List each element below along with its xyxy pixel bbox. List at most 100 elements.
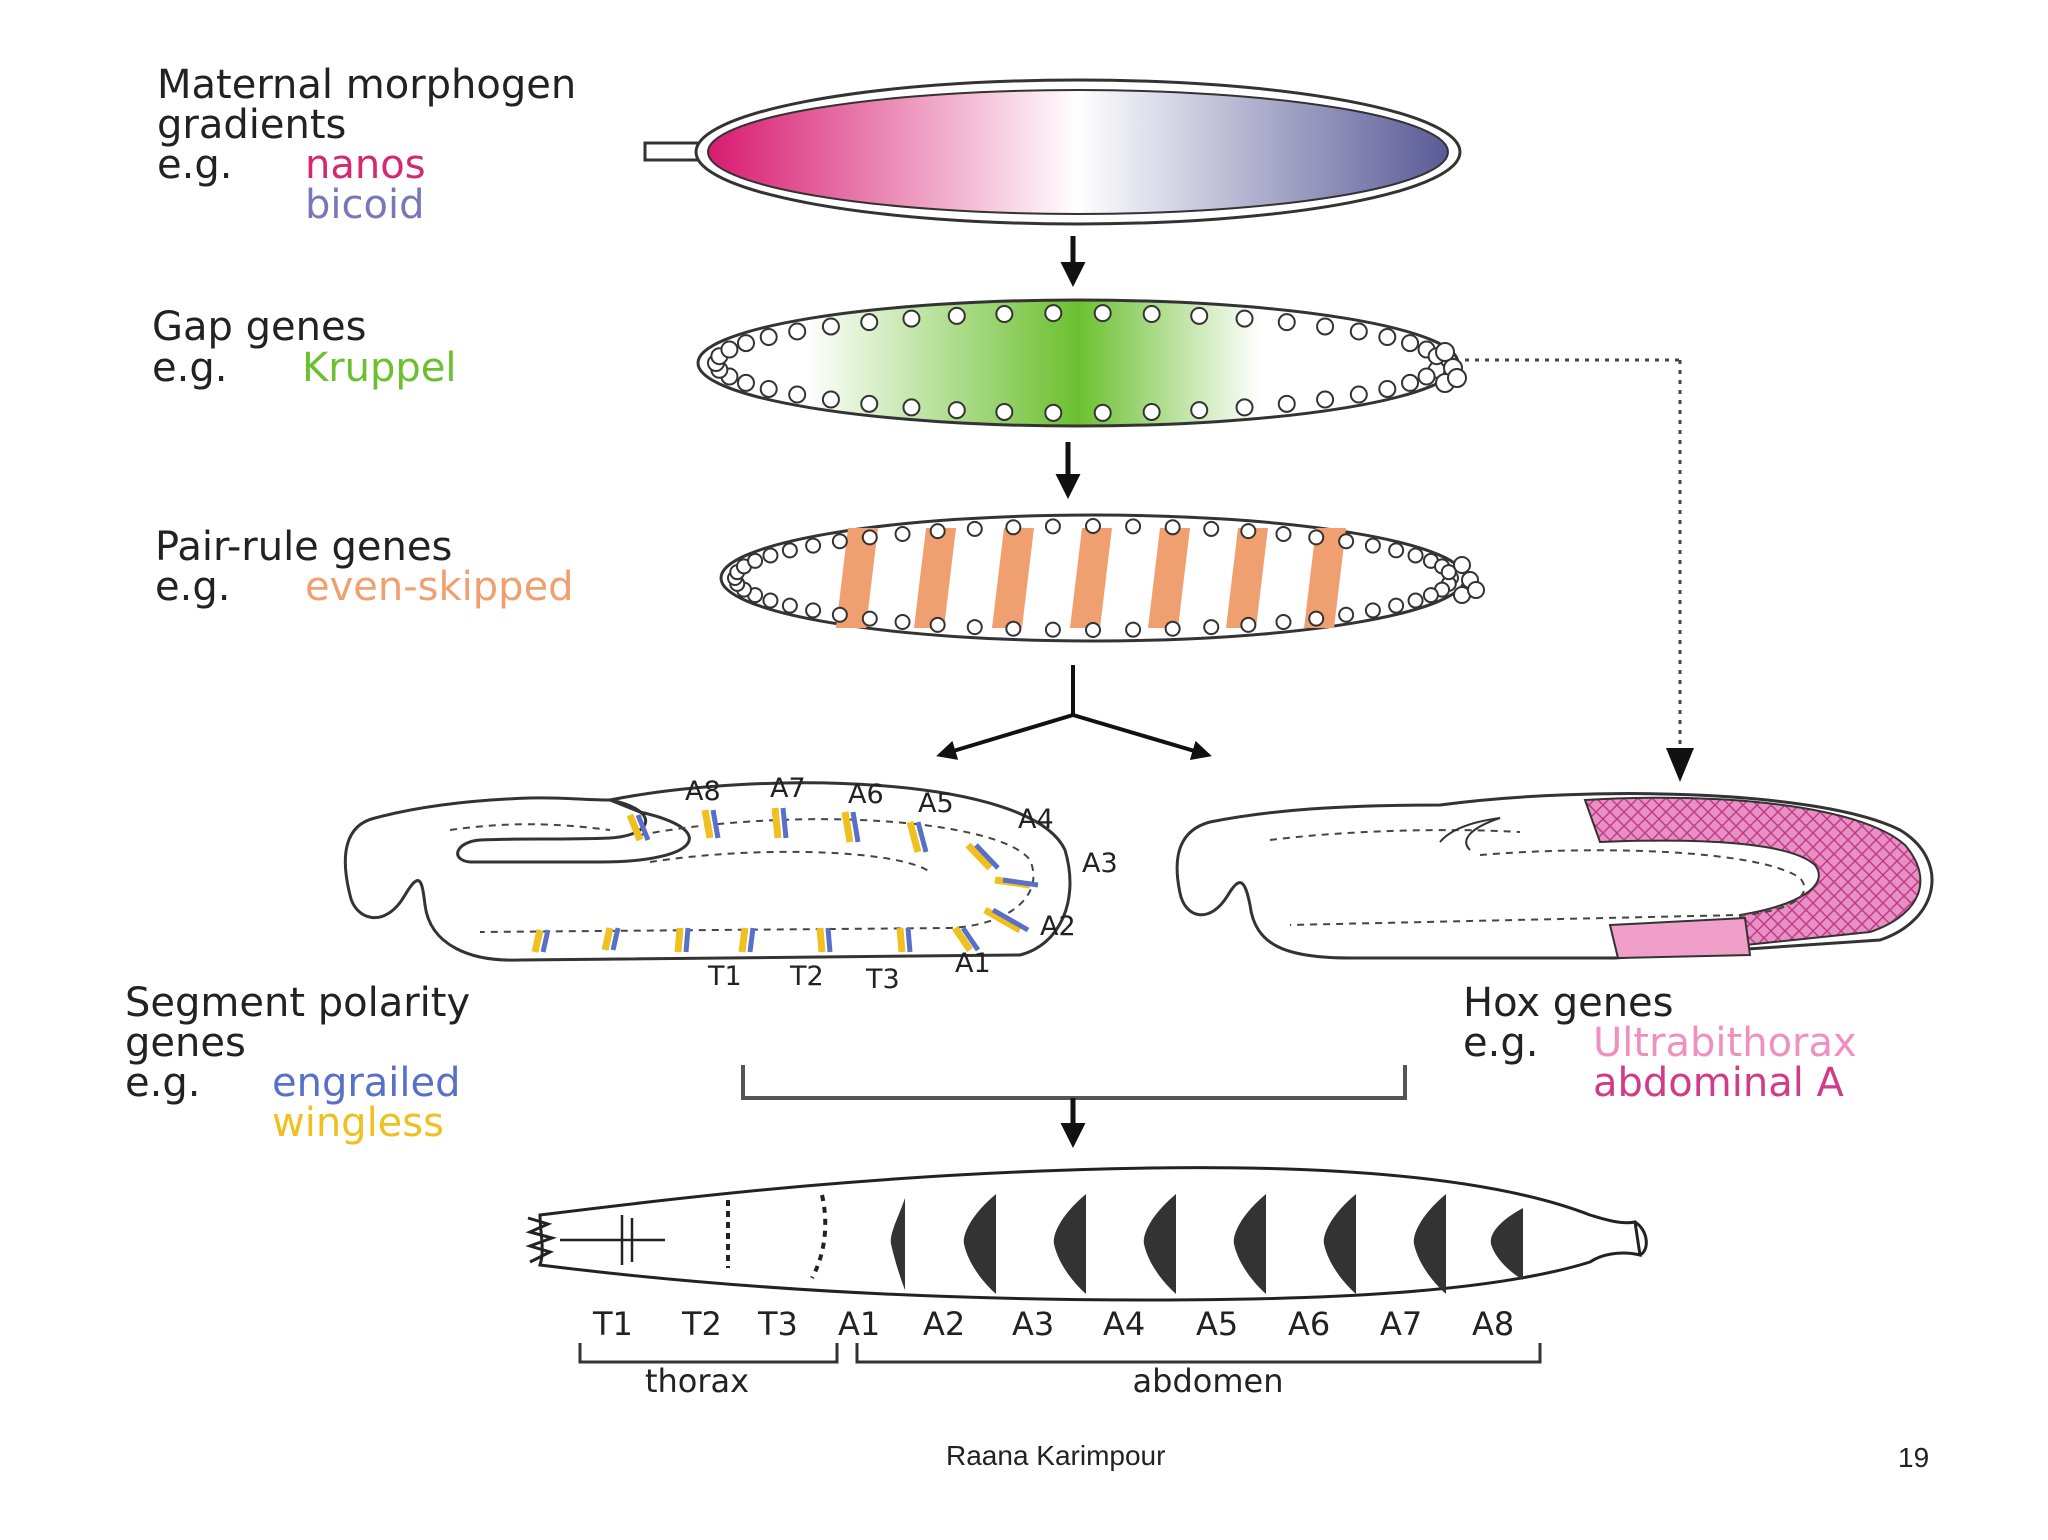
nucleus <box>861 610 878 627</box>
maternal-stage-label: Maternal morphogen gradients e.g. nanos … <box>157 62 576 228</box>
dotted-arrow-gap-to-hox <box>1465 358 1694 782</box>
engrailed-wingless-stripes <box>531 807 1039 953</box>
nucleus <box>1164 620 1181 637</box>
even-skipped-stripe <box>992 528 1034 628</box>
nucleus <box>1308 529 1325 546</box>
nucleus <box>1275 525 1292 542</box>
engrailed-stripe <box>974 843 1000 870</box>
nucleus <box>805 537 822 554</box>
germband-segment-label: T1 <box>707 961 742 992</box>
wingless-stripe <box>626 813 644 842</box>
nucleus <box>966 619 983 636</box>
nucleus <box>1093 304 1112 323</box>
nucleus <box>1203 619 1220 636</box>
nucleus <box>821 390 840 409</box>
footer-page-number: 19 <box>1898 1442 1930 1473</box>
gap-stage-label: Gap genes e.g. Kruppel <box>152 304 457 391</box>
maternal-egg <box>643 78 1462 226</box>
denticle-belt <box>963 1194 996 1294</box>
even-skipped-stripes <box>836 528 1346 628</box>
nucleus <box>1044 304 1063 323</box>
germband-segment-label: A7 <box>770 773 806 804</box>
nucleus <box>1240 523 1257 540</box>
nucleus <box>929 616 946 633</box>
engrailed-stripe <box>915 821 929 853</box>
engrailed-stripe <box>683 927 691 953</box>
denticle-belt <box>1233 1194 1266 1294</box>
larva-segment-label: T3 <box>757 1305 798 1343</box>
nucleus <box>1125 518 1142 535</box>
engrailed-stripe <box>747 927 756 953</box>
nucleus <box>1044 621 1061 638</box>
pole-cell <box>1467 581 1485 599</box>
wingless-stripe <box>965 842 993 871</box>
wingless-label: wingless <box>272 1100 444 1146</box>
hox-eg: e.g. <box>1463 1020 1538 1066</box>
engrailed-stripe <box>960 926 981 952</box>
larva-segment-label: A3 <box>1012 1305 1054 1343</box>
larva-segment-label: A2 <box>923 1305 965 1343</box>
larva-segment-label: A5 <box>1196 1305 1238 1343</box>
segment-polarity-title-line2: genes <box>125 1020 246 1066</box>
nucleus <box>759 379 778 398</box>
pair-rule-embryo-nuclei <box>727 518 1485 638</box>
nucleus <box>1275 614 1292 631</box>
maternal-title-line1: Maternal morphogen <box>157 62 576 108</box>
nucleus <box>860 313 879 332</box>
germband-segment-label: A4 <box>1018 804 1054 835</box>
larva <box>525 1166 1648 1302</box>
nucleus <box>788 322 807 341</box>
segment-polarity-eg: e.g. <box>125 1060 200 1106</box>
nucleus <box>1164 519 1181 536</box>
nucleus <box>1044 403 1063 422</box>
nucleus <box>1378 328 1397 347</box>
segment-polarity-germband <box>343 781 1072 962</box>
nucleus <box>1005 620 1022 637</box>
region-brackets: thorax abdomen <box>578 1343 1542 1400</box>
nucleus <box>736 334 755 353</box>
nucleus <box>1349 322 1368 341</box>
denticle-belt <box>890 1198 905 1290</box>
segment-polarity-title-line1: Segment polarity <box>125 980 470 1026</box>
larva-segment-label: A8 <box>1472 1305 1514 1343</box>
nucleus <box>1417 367 1436 386</box>
gap-embryo-nuclei <box>707 304 1467 422</box>
wingless-stripe <box>816 927 826 953</box>
abdomen-label: abdomen <box>1133 1362 1284 1400</box>
nucleus <box>1142 402 1161 421</box>
engrailed-stripe <box>1002 877 1039 888</box>
wingless-stripe <box>771 807 782 839</box>
germband-segment-label: A6 <box>848 779 884 810</box>
pair-rule-title: Pair-rule genes <box>155 524 452 570</box>
gap-eg: e.g. <box>152 345 227 391</box>
nucleus <box>1203 520 1220 537</box>
wingless-stripe <box>531 929 544 953</box>
bicoid-label: bicoid <box>305 182 424 228</box>
nucleus <box>860 394 879 413</box>
nucleus <box>1277 313 1296 332</box>
nucleus <box>1125 621 1142 638</box>
larva-segment-label: A7 <box>1380 1305 1422 1343</box>
engrailed-label: engrailed <box>272 1060 461 1106</box>
denticle-belt <box>1490 1208 1523 1280</box>
nucleus <box>894 614 911 631</box>
nucleus <box>1407 592 1424 609</box>
ultrabithorax-label: Ultrabithorax <box>1593 1020 1857 1066</box>
wingless-stripe <box>674 927 684 953</box>
nucleus <box>1308 610 1325 627</box>
engrailed-stripe <box>991 907 1030 933</box>
nucleus <box>1364 537 1381 554</box>
even-skipped-stripe <box>1148 528 1190 628</box>
even-skipped-stripe <box>836 528 878 628</box>
nucleus <box>966 520 983 537</box>
nucleus <box>1422 587 1439 604</box>
nucleus <box>1388 597 1405 614</box>
wingless-stripe <box>841 811 854 843</box>
germband-segment-label: A5 <box>918 788 954 819</box>
even-skipped-stripe <box>914 528 956 628</box>
pole-cell <box>1447 368 1467 388</box>
nucleus <box>995 305 1014 324</box>
nucleus <box>947 306 966 325</box>
